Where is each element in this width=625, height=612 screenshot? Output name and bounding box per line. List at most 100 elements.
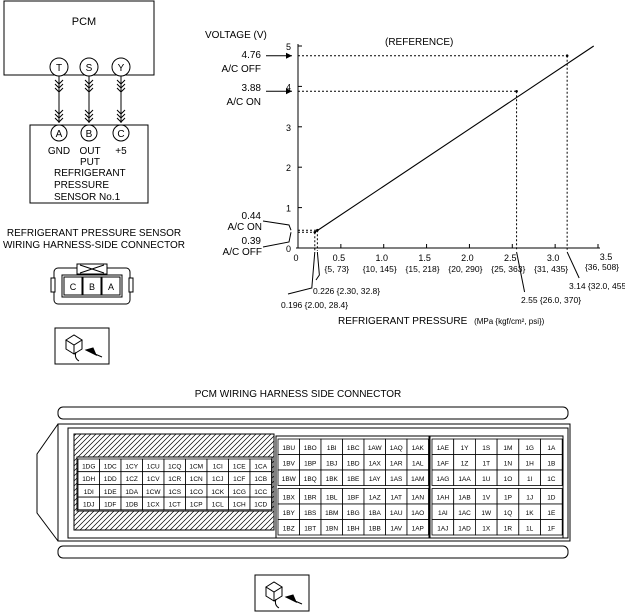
data-point (316, 228, 319, 232)
connector-pin-label: 1BX (283, 494, 296, 501)
connector-pin-label: 1AD (458, 525, 471, 532)
connector-pin (540, 519, 563, 536)
series-line (314, 45, 595, 233)
data-point (565, 54, 569, 57)
label-plus5: +5 (115, 146, 127, 157)
connector-left-wedge (36, 423, 59, 542)
connector-pin-label: 1DH (82, 476, 95, 483)
connector-pin-label: 1CV (147, 476, 160, 483)
connector-pin-label: 1A (547, 445, 556, 452)
connector-pin-label: 1DD (104, 476, 117, 483)
connector-pin-label: 1AE (437, 445, 450, 452)
harness-side-icon-2 (254, 574, 310, 612)
connector-pin-label: 1BV (283, 460, 296, 467)
connector-pin-label: 1BF (347, 494, 359, 501)
x-tick-label: 1.5 (418, 253, 431, 263)
connector-pin-label: 1BI (327, 445, 337, 452)
connector-pin-label: 1Y (461, 445, 470, 452)
connector-pin-label: 1AY (369, 476, 381, 483)
pcm-terminal-s: S (79, 57, 99, 77)
connector-pin-label: 1BA (369, 510, 382, 517)
connector-pin-label: 1CP (190, 501, 203, 508)
connector-pin-label: 1CH (233, 501, 246, 508)
connector-pin-label: 1C (547, 476, 556, 483)
connector-pin-label: 1AT (391, 494, 402, 501)
connector-pin-label: 1AF (437, 460, 449, 467)
x-tick-sub: {25, 363} (491, 264, 525, 274)
connector-pin-label: 1V (482, 494, 491, 501)
connector-pin-label: 1DE (104, 489, 117, 496)
connector-top-rail (57, 406, 569, 420)
connector-pin-label: 1BC (347, 445, 360, 452)
connector-pin-label: 1CY (125, 463, 138, 470)
y-tick-label: 2 (286, 163, 291, 173)
ref-x-note: 2.55 {26.0, 370} (521, 295, 581, 305)
connector-pin-label: 1CF (233, 476, 245, 483)
connector-pin-label: 1CA (254, 463, 267, 470)
svg-text:A: A (56, 129, 63, 140)
connector-pin-label: 1J (526, 494, 533, 501)
ref-x-note: 3.14 {32.0, 455} (569, 281, 625, 291)
connector-pin-label: 1BU (282, 445, 295, 452)
connector-pin-label: 1CU (147, 463, 160, 470)
x-tick-sub: {31, 435} (534, 264, 568, 274)
connector-pin-label: 1DB (125, 501, 138, 508)
svg-text:C: C (117, 129, 124, 140)
connector-pin-label: 1AA (458, 476, 471, 483)
connector-bottom-rail (57, 545, 569, 559)
svg-text:T: T (56, 63, 62, 74)
connector-pin (406, 519, 429, 536)
sensor-connector: REFRIGERANT PRESSURE SENSOR WIRING HARNE… (3, 228, 185, 365)
x-ticks: 0.5{5, 73}1.0{10, 145}1.5{15, 218}2.0{20… (325, 244, 619, 274)
svg-text:S: S (86, 63, 93, 74)
connector-pin-label: 1AL (412, 460, 424, 467)
x-tick-label: 2.5 (504, 253, 517, 263)
connector-pin-label: 1AH (437, 494, 450, 501)
connector-pin (406, 469, 429, 486)
connector-pin-label: 1AO (411, 510, 424, 517)
ref-voltage-label: 4.76 (242, 50, 262, 61)
ref-state-label: A/C ON (227, 97, 261, 108)
connector-pin-label: 1M (503, 445, 512, 452)
connector-pin-label: 1AW (368, 445, 383, 452)
chart-xlabel: REFRIGERANT PRESSURE (MPa {kgf/cm², psi}… (338, 316, 545, 327)
connector-pin-label: 1BK (326, 476, 339, 483)
connector-pin-label: 1R (504, 525, 513, 532)
y-tick-label: 5 (286, 42, 291, 52)
data-point (313, 230, 317, 234)
connector-pin (540, 469, 563, 486)
connector-pin-label: 1AK (412, 445, 425, 452)
connector-pin-label: 1CZ (126, 476, 138, 483)
connector-pin-label: 1D (547, 494, 556, 501)
connector-pin-label: 1S (482, 445, 491, 452)
x-tick-sub: {36, 508} (585, 262, 619, 272)
connector-pin-label: 1BR (304, 494, 317, 501)
connector-pin-label: 1DI (84, 489, 94, 496)
connector-pin-label: 1CS (168, 489, 181, 496)
reference-lines (298, 54, 569, 251)
connector-pin-label: 1DJ (83, 501, 95, 508)
data-point (515, 89, 518, 93)
x-origin-label: 0 (293, 253, 298, 263)
label-gnd: GND (48, 146, 70, 157)
connector-pin-label: 1BG (347, 510, 360, 517)
connector-pin-label: 1BY (283, 510, 296, 517)
y-tick-label: 1 (286, 204, 291, 214)
x-tick-sub: {5, 73} (325, 264, 350, 274)
connector-pin-label: 1BM (325, 510, 338, 517)
connector-pin-label: 1T (482, 460, 490, 467)
connector-pin-label: 1CI (213, 463, 223, 470)
connector-pin (249, 496, 272, 511)
ref-voltage-label: 0.39 (242, 236, 262, 247)
ref-state-label: A/C OFF (222, 64, 261, 75)
pcm-sensor-wiring: PCM T S Y A (3, 0, 155, 204)
connector-pin-label: 1CC (254, 489, 267, 496)
connector-pin-label: 1BL (326, 494, 338, 501)
ref-voltage-label: 3.88 (242, 83, 262, 94)
sensor-pin-a: A (101, 276, 121, 296)
connector-pin-label: 1DC (104, 463, 117, 470)
x-tick-label: 2.0 (461, 253, 474, 263)
